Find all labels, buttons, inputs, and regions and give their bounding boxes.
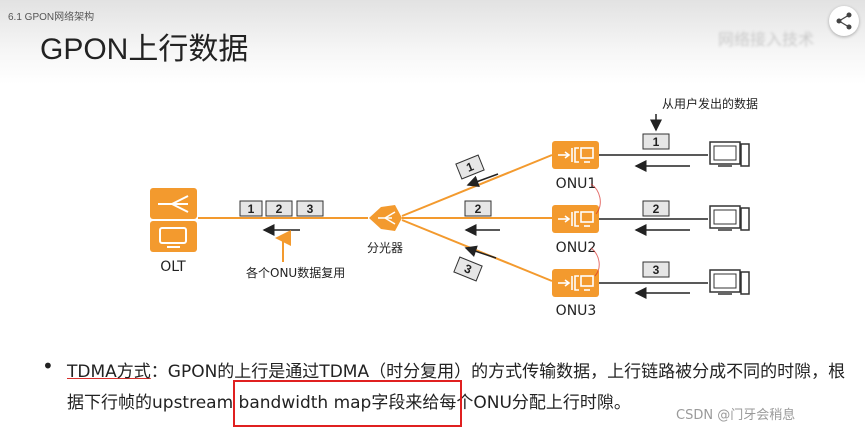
onu-port-icon — [558, 211, 594, 227]
slide-header: 6.1 GPON网络架构 GPON上行数据 网络接入技术 — [0, 0, 865, 84]
frame-number: 1 — [248, 202, 255, 216]
splitter-device — [369, 205, 402, 231]
frame-number: 3 — [653, 263, 660, 277]
annotation-squiggle — [590, 247, 600, 277]
watermark: CSDN @门牙会稍息 — [676, 408, 796, 423]
onu2-label: ONU2 — [556, 240, 597, 256]
onu-port-icon — [558, 275, 594, 291]
description-text-2: 字段来给每个ONU分配上行时隙。 — [371, 393, 631, 413]
pc-icon — [709, 269, 750, 295]
share-icon — [836, 12, 852, 30]
olt-device — [150, 188, 197, 252]
blurred-logo-text: 网络接入技术 — [718, 30, 815, 49]
frame-box — [239, 200, 263, 217]
monitor-icon — [159, 227, 187, 248]
description-text-1: ：GPON的上行是通过TDMA（时分复用）的方式传输数据，上行链路被分成不同的时… — [67, 362, 846, 413]
frame-box — [265, 200, 293, 217]
onu3-device — [552, 269, 599, 297]
frame-number: 1 — [653, 135, 660, 149]
user-frame-1 — [642, 133, 670, 150]
slide-title: GPON上行数据 — [40, 33, 249, 66]
frame-number: 2 — [475, 202, 482, 216]
pc-icon — [709, 141, 750, 167]
olt-frame-group: 1 2 3 — [239, 200, 324, 217]
tdma-heading: TDMA方式 — [67, 362, 151, 382]
frame-number: 2 — [653, 202, 660, 216]
frame-box — [296, 200, 324, 217]
onu1-label: ONU1 — [556, 176, 597, 192]
splitter-icon — [378, 211, 396, 225]
onu2-device — [552, 205, 599, 233]
tdma-description: TDMA方式：GPON的上行是通过TDMA（时分复用）的方式传输数据，上行链路被… — [67, 357, 857, 419]
user-frame-3 — [642, 261, 670, 278]
annotation-squiggle — [590, 183, 601, 215]
splitter-arrows-icon — [158, 195, 189, 213]
frame-number: 3 — [307, 202, 314, 216]
onu1-device — [552, 141, 599, 169]
highlight-annotation-box — [233, 380, 462, 427]
onu3-label: ONU3 — [556, 303, 597, 319]
olt-label: OLT — [160, 259, 186, 275]
branch-frame-1: 1 — [455, 154, 485, 180]
branch-frame-3: 3 — [453, 256, 483, 282]
frame-number: 1 — [464, 159, 476, 175]
onu-port-icon — [558, 147, 594, 163]
branch-arrow-3 — [464, 245, 497, 259]
pc-icon — [709, 205, 750, 231]
frame-number: 2 — [276, 202, 283, 216]
share-button[interactable] — [829, 6, 859, 36]
user-data-caption: 从用户发出的数据 — [662, 96, 758, 111]
breadcrumb: 6.1 GPON网络架构 — [8, 12, 95, 23]
branch-frame-2 — [464, 200, 492, 217]
branch-arrow-1 — [466, 173, 499, 188]
mux-caption: 各个ONU数据复用 — [246, 265, 345, 280]
user-frame-2 — [642, 200, 670, 217]
frame-number: 3 — [462, 261, 474, 277]
bullet-marker: • — [42, 354, 54, 378]
highlighted-term: upstream bandwidth map — [152, 393, 372, 413]
splitter-label: 分光器 — [367, 241, 403, 255]
